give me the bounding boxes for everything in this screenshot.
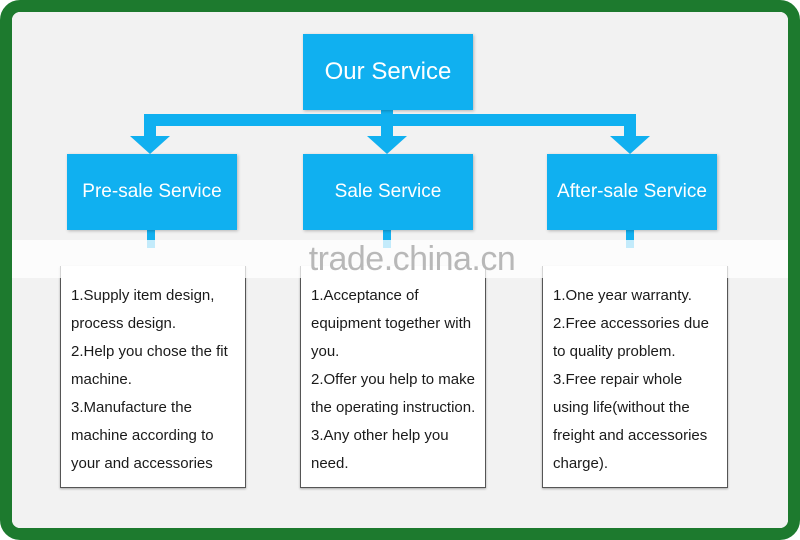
detail-line: 1.One year warranty. [553,287,692,304]
detail-line: 1.Supply item design, [71,287,215,304]
detail-line: 3.Manufacture the [71,399,192,416]
tail-after [626,230,634,248]
detail-line: 2.Free accessories due [553,315,709,332]
after-sale-details-card: 1.One year warranty. 2.Free accessories … [542,266,728,488]
detail-line: process design. [71,315,177,332]
diagram-canvas: Our Service Pre-sale Service Sale Servic… [12,12,788,528]
pre-sale-service-box: Pre-sale Service [67,154,237,230]
pre-sale-details-card: 1.Supply item design, process design. 2.… [60,266,246,488]
detail-line: 1.Acceptance of [311,287,419,304]
detail-line: machine. [71,371,132,388]
arrow-sale [367,136,407,154]
detail-line: the operating instruction. [311,399,476,416]
connector-arrows [130,110,650,248]
detail-line: machine according to [71,427,214,444]
detail-line: using life(without the [553,399,690,416]
watermark-band [12,240,788,278]
detail-line: to quality problem. [553,343,676,360]
tail-sale [383,230,391,248]
sale-service-box: Sale Service [303,154,473,230]
detail-line: 2.Help you chose the fit [71,343,228,360]
detail-line: 2.Offer you help to make [311,371,475,388]
stem-after [624,114,636,138]
stem-pre [144,114,156,138]
our-service-box: Our Service [303,34,473,110]
detail-line: 3.Free repair whole [553,371,683,388]
detail-line: you. [311,343,340,360]
detail-line: freight and accessories [553,427,708,444]
sale-details-card: 1.Acceptance of equipment together with … [300,266,486,488]
detail-line: need. [311,455,349,472]
sale-service-label: Sale Service [334,181,442,202]
tail-pre [147,230,155,248]
watermark-text: trade.china.cn [308,240,516,278]
after-sale-service-box: After-sale Service [547,154,717,230]
our-service-label: Our Service [324,58,452,85]
stem-sale [381,110,393,138]
detail-line: your and accessories [71,455,213,472]
arrow-pre [130,136,170,154]
arrow-after [610,136,650,154]
detail-line: charge). [553,455,609,472]
after-sale-service-label: After-sale Service [557,181,707,202]
detail-line: 3.Any other help you [311,427,449,444]
pre-sale-service-label: Pre-sale Service [82,181,222,202]
detail-line: equipment together with [311,315,472,332]
